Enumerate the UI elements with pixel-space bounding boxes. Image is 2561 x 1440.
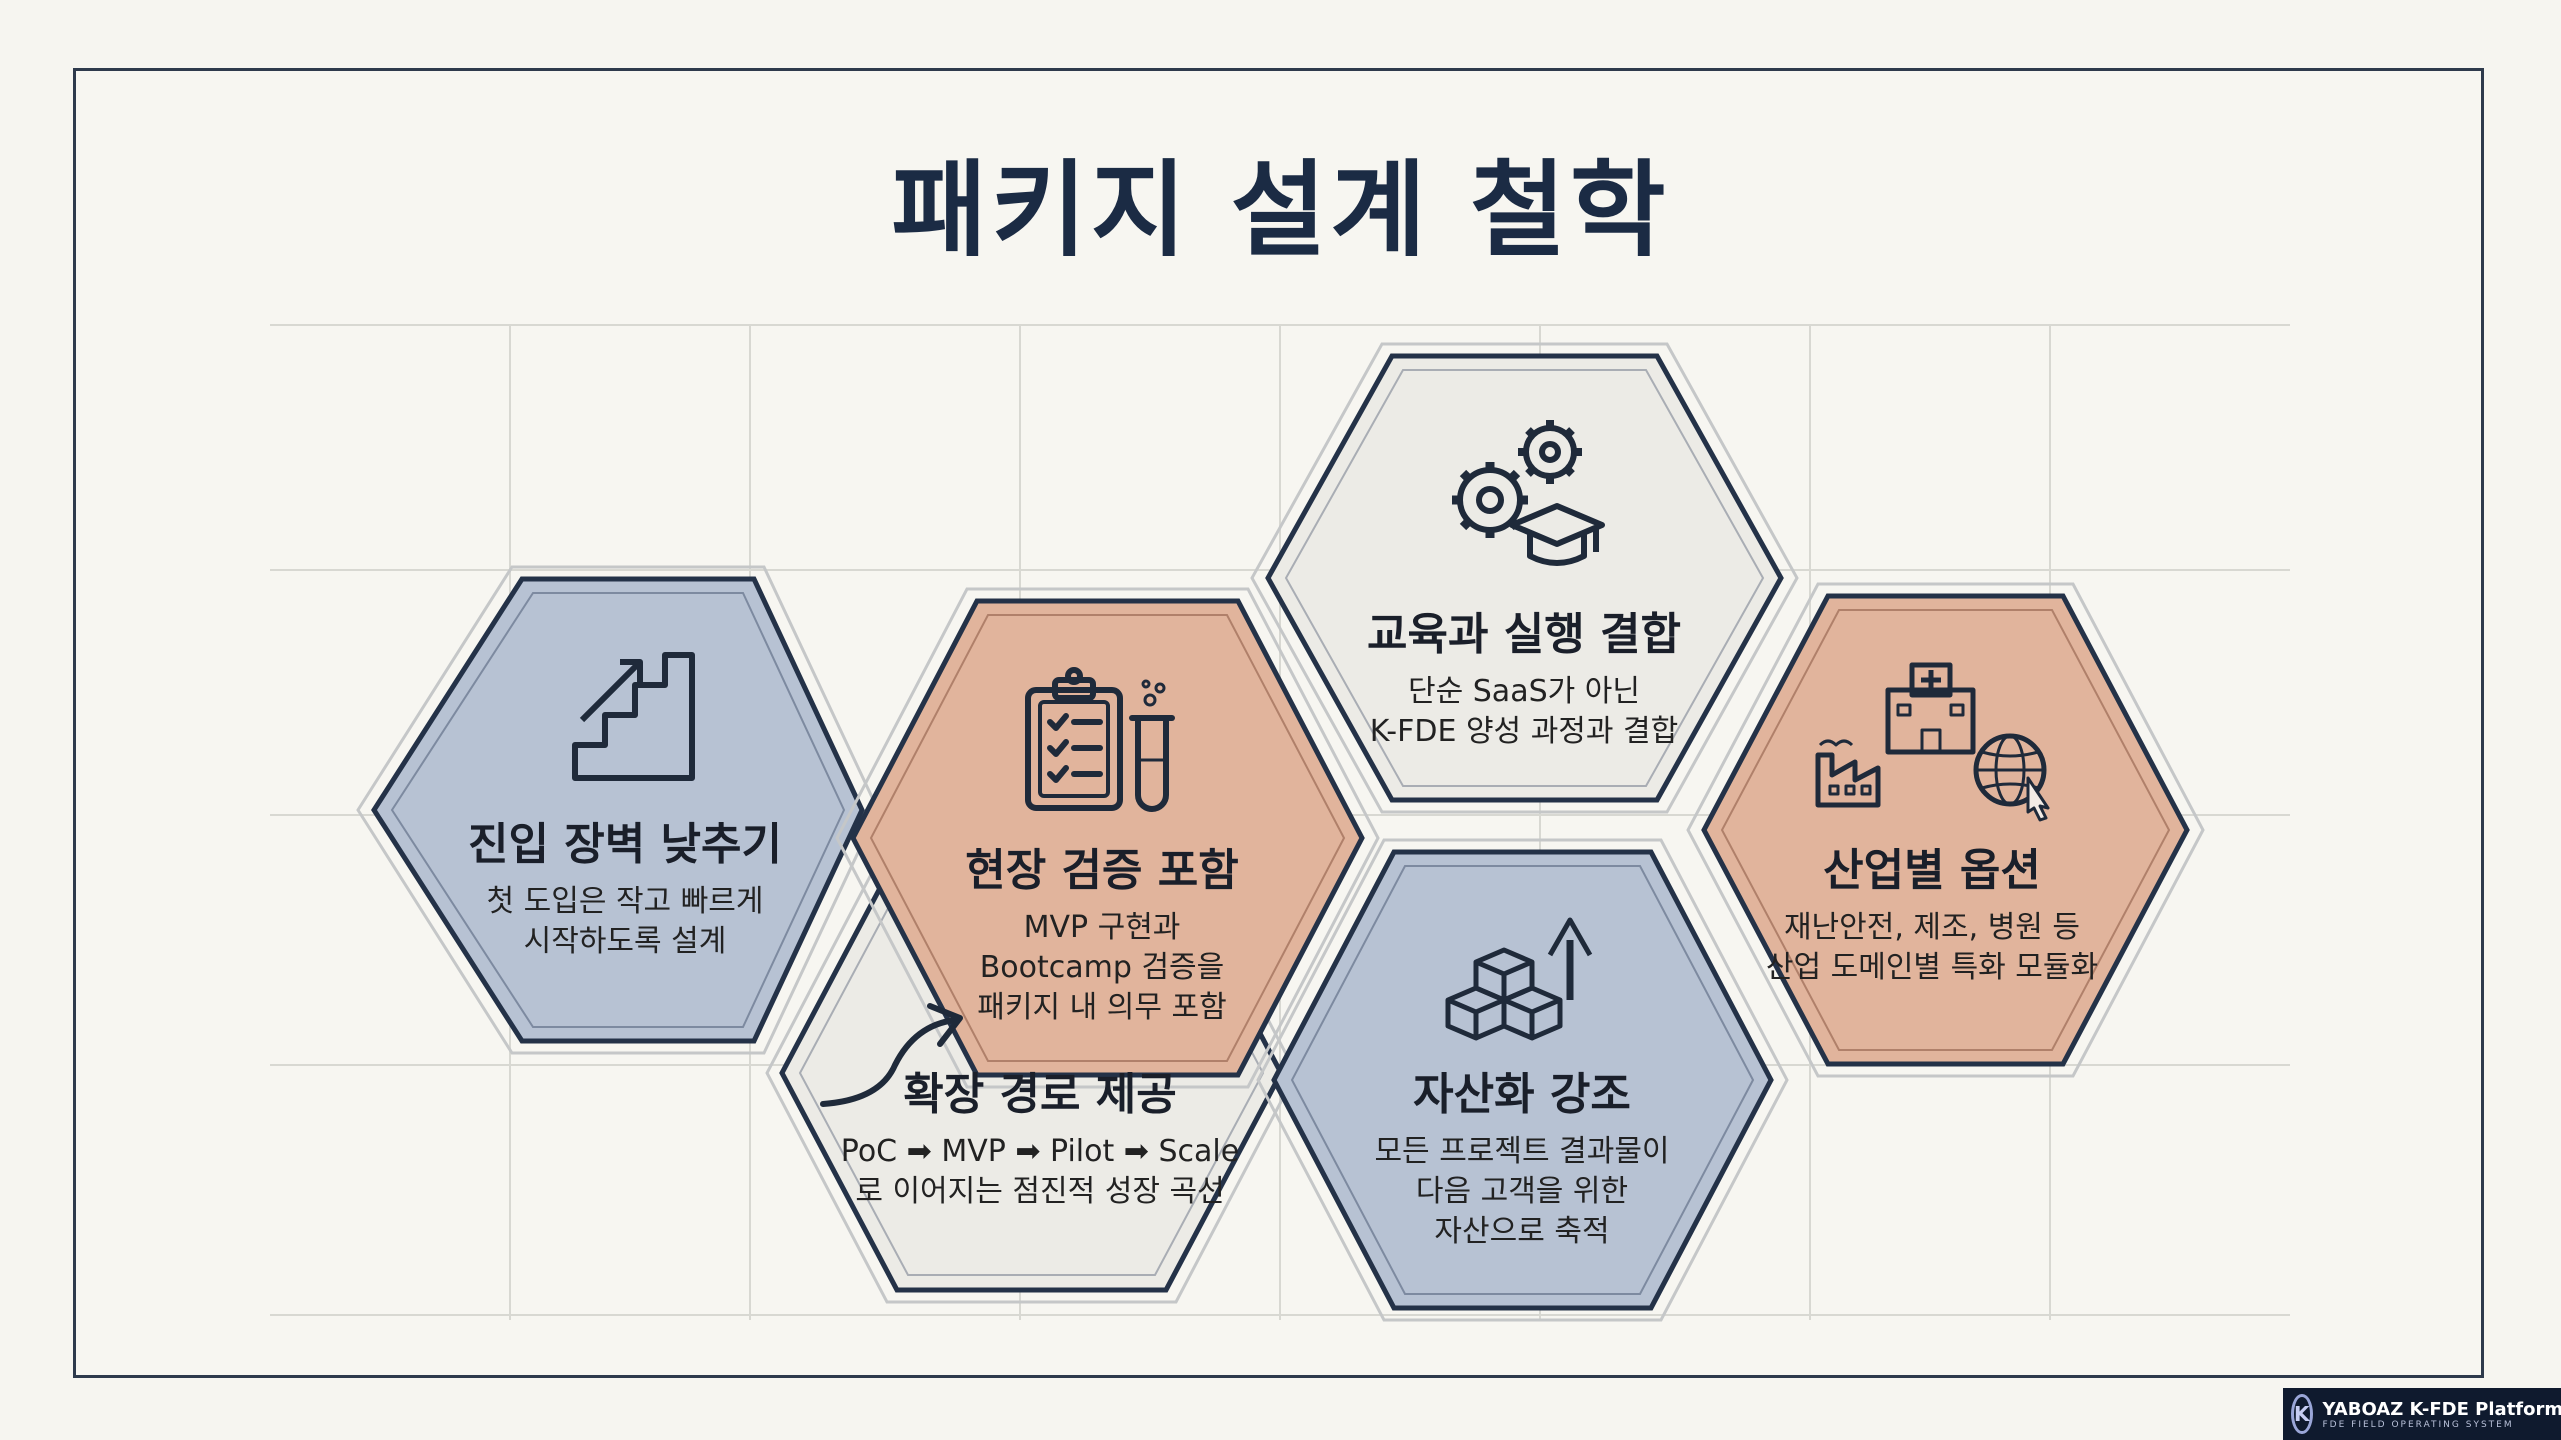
- hex-title-industry: 산업별 옵션: [1823, 845, 2041, 896]
- hex-title-entry: 진입 장벽 낮추기: [468, 819, 782, 870]
- hex-title-education: 교육과 실행 결합: [1367, 609, 1681, 660]
- hex-desc-line: 단순 SaaS가 아닌: [1408, 674, 1640, 709]
- page-title: 패키지 설계 철학: [891, 149, 1670, 271]
- logo-mark-icon: K: [2291, 1394, 2313, 1434]
- hex-desc-line: 산업 도메인별 특화 모듈화: [1765, 950, 2099, 985]
- logo-text: YABOAZ K-FDE Platform FDE FIELD OPERATIN…: [2323, 1399, 2561, 1430]
- hex-desc-line: 첫 도입은 작고 빠르게: [486, 884, 764, 919]
- hex-text-industry: 산업별 옵션 재난안전, 제조, 병원 등 산업 도메인별 특화 모듈화: [1766, 834, 2098, 988]
- clipboard-testtube-icon: [1025, 667, 1175, 812]
- hex-desc-line: 모든 프로젝트 결과물이: [1374, 1134, 1670, 1169]
- hex-desc-line: 자산으로 축적: [1434, 1214, 1610, 1249]
- hexagon-education: [1250, 342, 1799, 814]
- platform-logo: K YABOAZ K-FDE Platform FDE FIELD OPERAT…: [2283, 1388, 2561, 1440]
- hex-desc-line: MVP 구현과: [1023, 910, 1181, 945]
- hex-desc-line: Bootcamp 검증을: [979, 950, 1225, 985]
- hex-desc-line: 다음 고객을 위한: [1415, 1174, 1629, 1209]
- hex-desc-asset: 모든 프로젝트 결과물이 다음 고객을 위한 자산으로 축적: [1374, 1132, 1669, 1252]
- hex-desc-industry: 재난안전, 제조, 병원 등 산업 도메인별 특화 모듈화: [1766, 908, 2098, 988]
- hex-text-validation: 현장 검증 포함 MVP 구현과 Bootcamp 검증을 패키지 내 의무 포…: [965, 834, 1239, 1028]
- stairs-icon: [572, 652, 695, 781]
- hex-desc-line: 패키지 내 의무 포함: [977, 990, 1227, 1025]
- hex-desc-validation: MVP 구현과 Bootcamp 검증을 패키지 내 의무 포함: [965, 908, 1239, 1028]
- factory-hospital-globe-icon: [1815, 662, 2050, 822]
- hex-desc-education: 단순 SaaS가 아닌 K-FDE 양성 과정과 결합: [1367, 672, 1681, 752]
- hex-desc-line: K-FDE 양성 과정과 결합: [1369, 714, 1679, 749]
- hex-desc-line: 재난안전, 제조, 병원 등: [1783, 910, 2081, 945]
- hex-desc-line: PoC ➡ MVP ➡ Pilot ➡ Scale: [840, 1134, 1240, 1169]
- logo-name: YABOAZ K-FDE Platform: [2322, 1398, 2561, 1420]
- hex-title-validation: 현장 검증 포함: [965, 845, 1239, 896]
- hexagon-validation: [835, 587, 1380, 1089]
- gears-graduation-icon: [1452, 420, 1605, 566]
- blocks-arrow-icon: [1445, 917, 1593, 1041]
- hexagon-asset: [1256, 838, 1789, 1322]
- hexagon-industry: [1686, 582, 2205, 1078]
- hex-desc-line: 로 이어지는 점진적 성장 곡선: [855, 1174, 1225, 1209]
- hex-text-asset: 자산화 강조 모든 프로젝트 결과물이 다음 고객을 위한 자산으로 축적: [1374, 1058, 1669, 1252]
- hex-text-education: 교육과 실행 결합 단순 SaaS가 아닌 K-FDE 양성 과정과 결합: [1367, 598, 1681, 752]
- hex-text-expansion: 확장 경로 제공 PoC ➡ MVP ➡ Pilot ➡ Scale 로 이어지…: [841, 1058, 1239, 1212]
- hex-desc-line: 시작하도록 설계: [523, 924, 727, 959]
- hexagon-entry: [356, 565, 880, 1055]
- hex-desc-expansion: PoC ➡ MVP ➡ Pilot ➡ Scale 로 이어지는 점진적 성장 …: [841, 1132, 1239, 1212]
- growth-arrow-icon: [820, 1003, 963, 1107]
- logo-subtitle: FDE FIELD OPERATING SYSTEM: [2322, 1419, 2514, 1430]
- hex-title-expansion: 확장 경로 제공: [903, 1069, 1177, 1120]
- hex-title-asset: 자산화 강조: [1413, 1069, 1631, 1120]
- hex-text-entry: 진입 장벽 낮추기 첫 도입은 작고 빠르게 시작하도록 설계: [468, 808, 782, 962]
- hex-desc-entry: 첫 도입은 작고 빠르게 시작하도록 설계: [468, 882, 782, 962]
